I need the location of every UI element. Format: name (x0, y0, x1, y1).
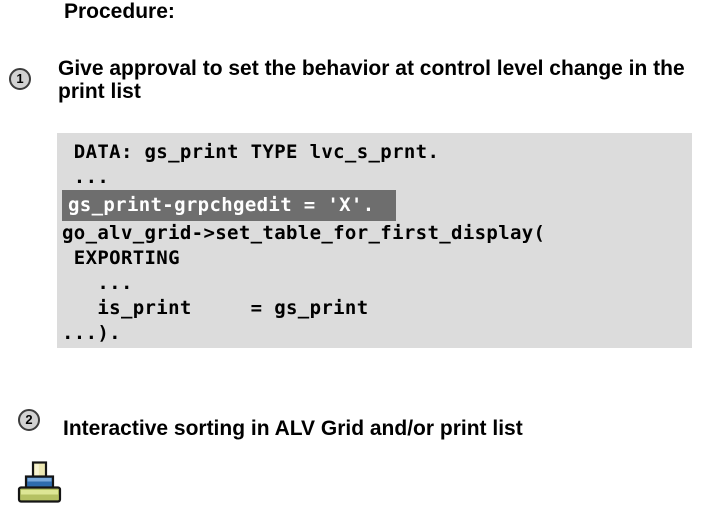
step-2-number-badge: 2 (18, 409, 40, 431)
step-1-number: 1 (16, 71, 24, 86)
code-line: DATA: gs_print TYPE lvc_s_prnt. (62, 141, 440, 163)
step-2-number: 2 (25, 412, 33, 427)
code-line: EXPORTING (62, 247, 180, 269)
page-title: Procedure: (64, 0, 175, 23)
step-2-text: Interactive sorting in ALV Grid and/or p… (63, 417, 523, 440)
code-line: is_print = gs_print (62, 297, 369, 319)
code-line: ... (62, 272, 133, 294)
step-1-line-2: print list (58, 80, 141, 103)
code-line: ... (62, 166, 110, 188)
step-2-line-1: Interactive sorting in ALV Grid and/or p… (63, 417, 523, 440)
step-1-line-1: Give approval to set the behavior at con… (58, 57, 685, 80)
code-line: go_alv_grid->set_table_for_first_display… (62, 222, 546, 244)
printer-icon (17, 459, 62, 504)
code-block: DATA: gs_print TYPE lvc_s_prnt. ... gs_p… (57, 133, 692, 348)
step-1-text: Give approval to set the behavior at con… (58, 57, 685, 103)
step-1-number-badge: 1 (9, 68, 31, 90)
code-line-highlighted-row: gs_print-grpchgedit = 'X'. (62, 190, 692, 221)
code-line-highlighted: gs_print-grpchgedit = 'X'. (62, 190, 396, 221)
code-line: ...). (62, 322, 121, 344)
